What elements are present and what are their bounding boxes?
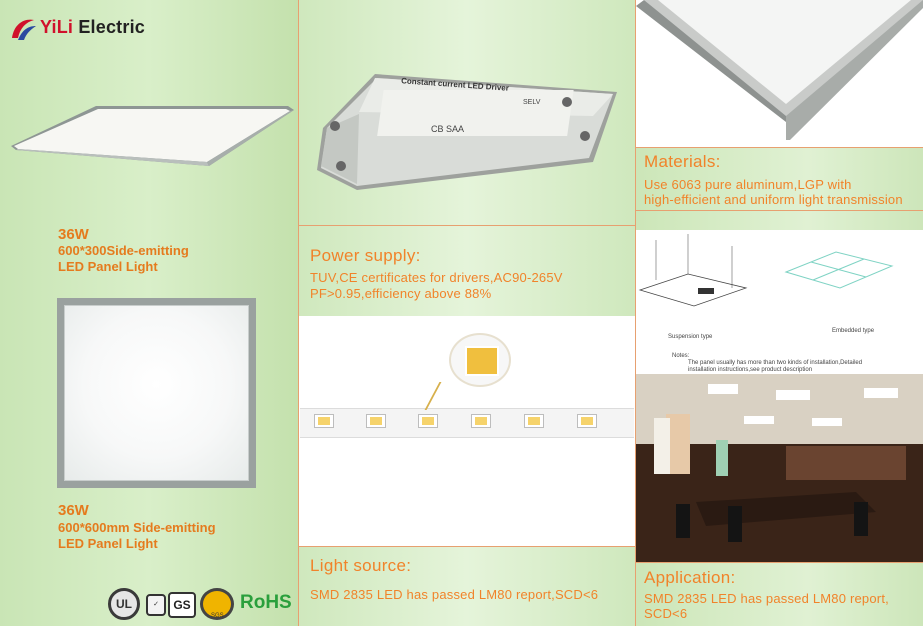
led-chip [314,414,334,428]
office-application-image [636,374,923,562]
divider-right-3 [635,562,923,563]
notes-line2: installation instructions,see product de… [688,367,813,373]
item1-wattage: 36W [58,226,89,243]
item2-wattage: 36W [58,502,89,519]
application-title: Application: [644,568,736,587]
led-chip [366,414,386,428]
power-supply-line1: TUV,CE certificates for drivers,AC90-265… [310,270,563,285]
rohs-cert-icon: RoHS [240,592,292,613]
divider-right [635,0,636,626]
divider-left [298,0,299,626]
divider-mid-3 [298,546,635,547]
brand-name: YiLi Electric [40,17,145,38]
sgs-cert-icon [200,588,234,620]
item1-line1: 600*300Side-emitting [58,243,189,258]
led-chip [524,414,544,428]
suspension-diagram [638,234,894,307]
panel-600x300-image [11,106,294,166]
materials-title: Materials: [644,152,721,171]
brand-prefix: YiLi [40,17,74,37]
item2-line1: 600*600mm Side-emitting [58,520,216,535]
led-driver-image [317,74,617,190]
aluminum-frame-image [636,0,923,140]
driver-marks: CB SAA [431,124,465,134]
divider-right-1 [635,147,923,148]
led-zoom-image [449,333,511,387]
materials-line1: Use 6063 pure aluminum,LGP with [644,177,852,192]
light-source-title: Light source: [310,556,412,575]
gs-cert-icon: GS [168,592,196,618]
notes-line1: The panel usually has more than two kind… [688,360,863,366]
led-chip [471,414,491,428]
led-chip [418,414,438,428]
application-line1: SMD 2835 LED has passed LM80 report, [644,591,889,606]
suspension-label: Suspension type [668,334,713,340]
divider-right-2 [635,210,923,211]
light-source-body: SMD 2835 LED has passed LM80 report,SCD<… [310,587,599,602]
led-chip [577,414,597,428]
tuv-cert-icon: ✓ [146,594,166,616]
ul-cert-icon: UL [108,588,140,620]
power-supply-line2: PF>0.95,efficiency above 88% [310,286,492,301]
panel-600x600-image [57,298,256,488]
embedded-label: Embedded type [832,328,875,334]
application-line2: SCD<6 [644,606,688,621]
sgs-label: SGS [211,613,224,619]
logo-icon [12,19,36,40]
power-supply-title: Power supply: [310,246,421,265]
item2-line2: LED Panel Light [58,536,158,551]
installation-diagram [636,230,923,374]
brand-suffix: Electric [73,17,145,37]
item1-line2: LED Panel Light [58,259,158,274]
driver-selv: SELV [523,99,541,106]
materials-line2: high-efficient and uniform light transmi… [644,192,903,207]
notes-label: Notes: [672,353,690,359]
divider-mid-1 [298,225,635,226]
